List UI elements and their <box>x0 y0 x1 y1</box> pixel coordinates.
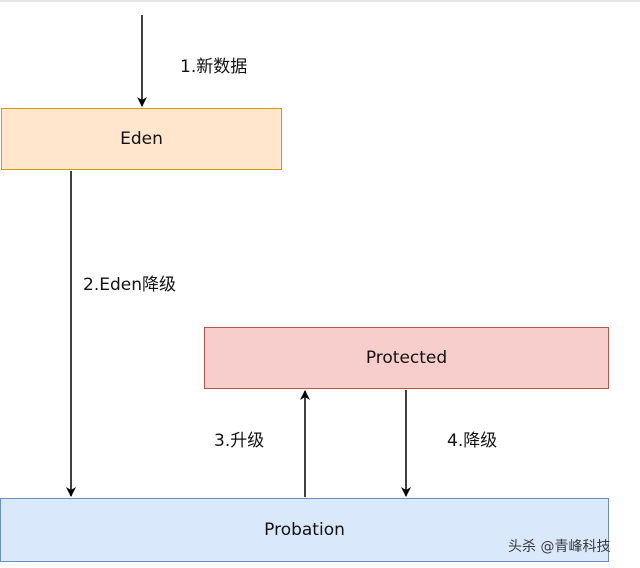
edge-label-new-data: 1.新数据 <box>180 57 248 77</box>
top-divider <box>0 0 640 2</box>
edge-label-eden-demote: 2.Eden降级 <box>83 275 176 295</box>
node-eden-label: Eden <box>120 129 163 149</box>
node-probation-label: Probation <box>264 520 345 540</box>
node-protected-label: Protected <box>365 348 448 368</box>
watermark: 头杀 @青峰科技 <box>508 539 611 555</box>
node-probation: Probation <box>0 498 609 562</box>
node-protected: Protected <box>204 327 609 389</box>
edge-label-demote: 4.降级 <box>447 431 498 451</box>
node-eden: Eden <box>1 108 282 170</box>
edge-label-promote: 3.升级 <box>214 431 265 451</box>
